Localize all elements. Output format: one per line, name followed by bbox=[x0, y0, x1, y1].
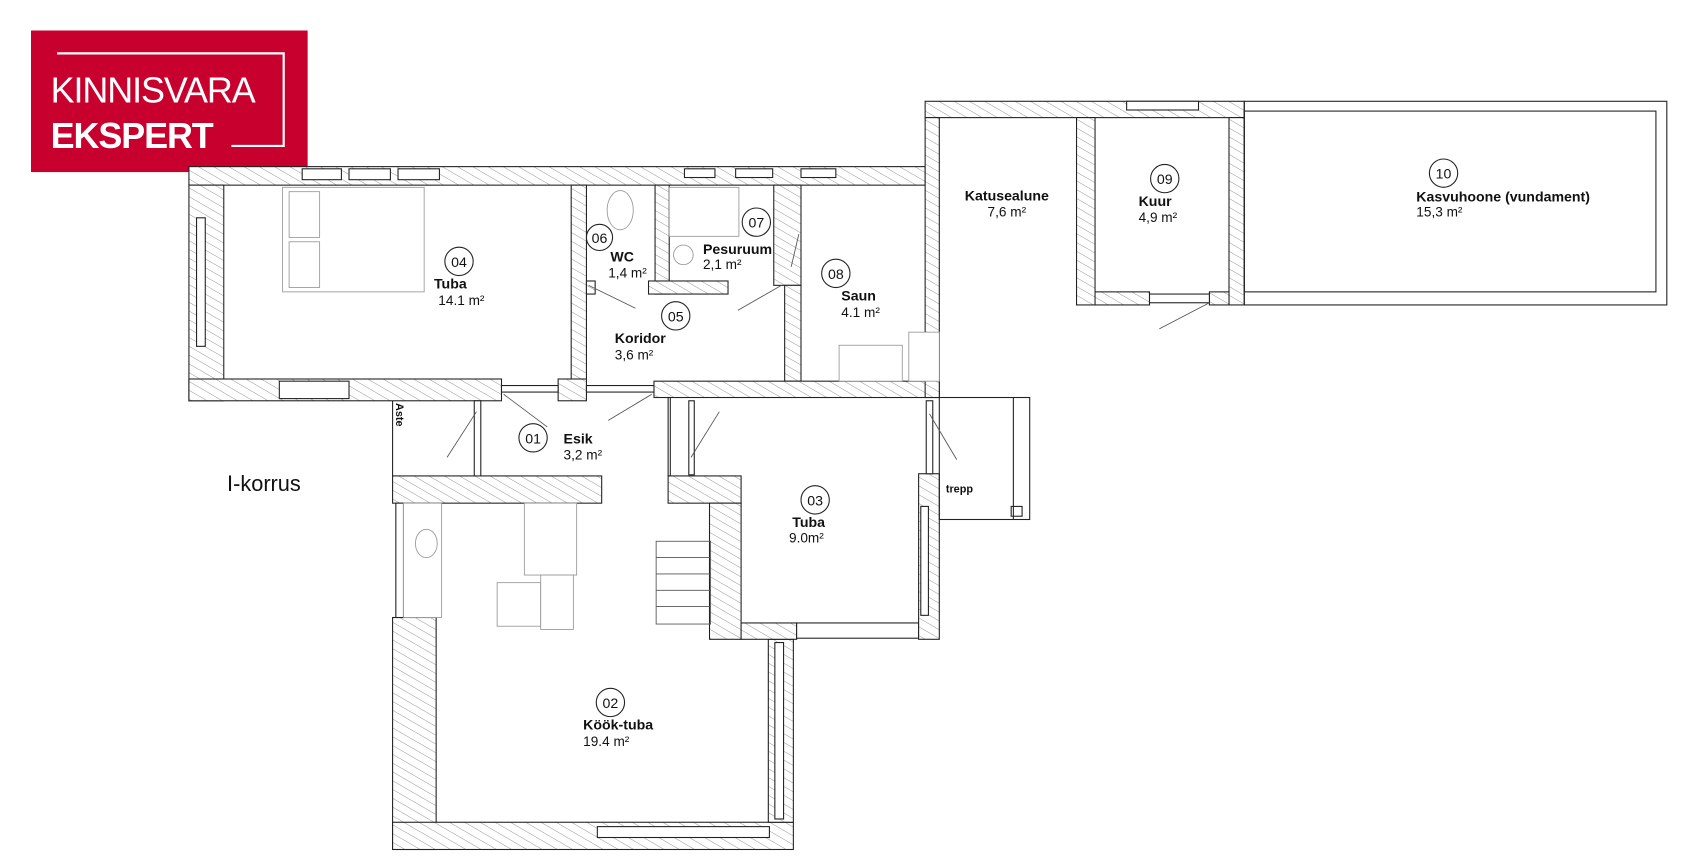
greenhouse-foundation bbox=[1243, 100, 1668, 306]
floor-label: I-korrus bbox=[227, 471, 301, 496]
room-03: 03 Tuba 9.0m² bbox=[789, 485, 830, 545]
room-08: 08 Saun 4.1 m² bbox=[821, 258, 880, 320]
svg-text:Kuur: Kuur bbox=[1139, 193, 1172, 209]
svg-text:9.0m²: 9.0m² bbox=[789, 530, 824, 545]
room-09: 09 Kuur 4,9 m² bbox=[1139, 163, 1180, 225]
svg-text:01: 01 bbox=[525, 430, 541, 446]
company-logo: KINNISVARA EKSPERT bbox=[31, 30, 308, 173]
room-10: 10 Kasvuhoone (vundament) 15,3 m² bbox=[1416, 158, 1590, 220]
svg-text:WC: WC bbox=[610, 248, 634, 264]
trepp-label: trepp bbox=[946, 483, 974, 495]
room-05: 05 Koridor 3,6 m² bbox=[615, 301, 691, 362]
svg-text:15,3 m²: 15,3 m² bbox=[1416, 205, 1463, 220]
svg-text:09: 09 bbox=[1157, 171, 1173, 187]
room-01: 01 Esik 3,2 m² bbox=[518, 423, 603, 463]
svg-text:06: 06 bbox=[592, 230, 608, 246]
svg-text:3,2 m²: 3,2 m² bbox=[564, 448, 603, 463]
svg-text:4,9 m²: 4,9 m² bbox=[1139, 210, 1178, 225]
svg-text:05: 05 bbox=[668, 308, 684, 324]
svg-text:4.1 m²: 4.1 m² bbox=[841, 305, 880, 320]
svg-text:Kasvuhoone (vundament): Kasvuhoone (vundament) bbox=[1416, 188, 1590, 204]
svg-text:KINNISVARA: KINNISVARA bbox=[51, 69, 256, 110]
room-04: 04 Tuba 14.1 m² bbox=[434, 246, 485, 308]
svg-text:Tuba: Tuba bbox=[434, 276, 467, 292]
svg-text:10: 10 bbox=[1436, 166, 1452, 182]
svg-text:3,6 m²: 3,6 m² bbox=[615, 347, 654, 362]
svg-text:Esik: Esik bbox=[564, 430, 593, 446]
room-07: 07 Pesuruum 2,1 m² bbox=[703, 207, 772, 272]
svg-text:07: 07 bbox=[748, 215, 764, 231]
svg-text:03: 03 bbox=[807, 492, 823, 508]
svg-text:7,6 m²: 7,6 m² bbox=[988, 205, 1027, 220]
svg-text:Katusealune: Katusealune bbox=[965, 187, 1049, 203]
svg-text:14.1 m²: 14.1 m² bbox=[438, 293, 485, 308]
room-katusealune: Katusealune 7,6 m² bbox=[965, 187, 1049, 219]
svg-text:1,4 m²: 1,4 m² bbox=[608, 266, 647, 281]
furniture bbox=[282, 186, 940, 630]
aste-label: Aste bbox=[393, 403, 405, 427]
svg-text:Tuba: Tuba bbox=[792, 514, 825, 530]
room-02: 02 Köök-tuba 19.4 m² bbox=[583, 687, 653, 749]
room-06: 06 WC 1,4 m² bbox=[585, 223, 647, 281]
svg-text:19.4 m²: 19.4 m² bbox=[583, 734, 630, 749]
windows bbox=[301, 168, 837, 181]
svg-text:02: 02 bbox=[603, 695, 619, 711]
porch-steps bbox=[938, 396, 1031, 521]
walls bbox=[188, 100, 1245, 851]
svg-text:EKSPERT: EKSPERT bbox=[51, 115, 214, 156]
svg-text:Saun: Saun bbox=[841, 288, 876, 304]
svg-text:Koridor: Koridor bbox=[615, 330, 667, 346]
svg-text:Pesuruum: Pesuruum bbox=[703, 241, 772, 257]
svg-text:08: 08 bbox=[828, 266, 844, 282]
svg-text:2,1 m²: 2,1 m² bbox=[703, 257, 742, 272]
svg-text:Köök-tuba: Köök-tuba bbox=[583, 717, 653, 733]
svg-text:04: 04 bbox=[451, 254, 467, 270]
doors bbox=[446, 234, 1210, 477]
